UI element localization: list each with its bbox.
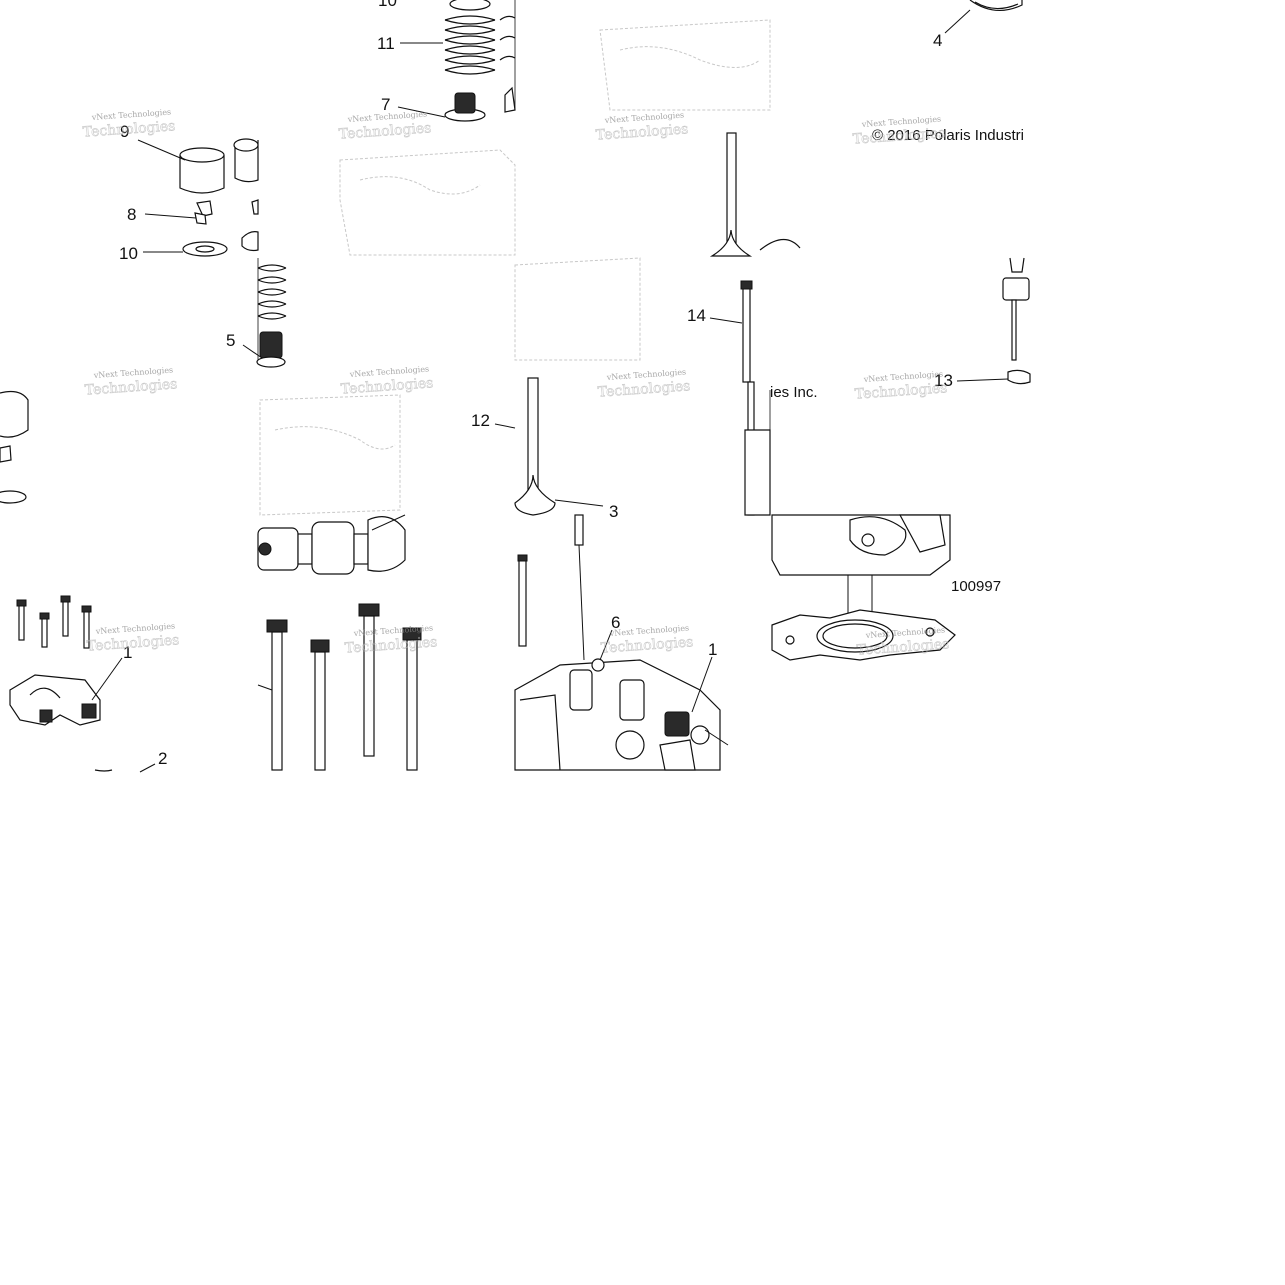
valve-seal-lower-part xyxy=(256,331,286,368)
watermark-outline: Technologies xyxy=(84,376,178,398)
bucket-tappet-part xyxy=(179,138,259,194)
tile-edges xyxy=(257,0,771,515)
head-dowel-part xyxy=(517,514,585,661)
cam-cap-bolts-part xyxy=(16,595,92,649)
watermark-outline: Technologies xyxy=(338,120,432,142)
reference-number: 100997 xyxy=(951,578,1001,595)
head-gasket-part xyxy=(771,609,956,661)
callout-5: 5 xyxy=(226,331,235,350)
callout-10-top: 10 xyxy=(378,0,397,10)
watermark-outline: Technologies xyxy=(852,125,946,147)
valve-spring-lower-part xyxy=(257,264,287,320)
watermark-outline: Technologies xyxy=(82,118,176,140)
copyright-text: © 2016 Polaris Industri xyxy=(872,127,1024,144)
valve-spring-part xyxy=(444,0,516,75)
callout-12: 12 xyxy=(471,411,490,430)
camshaft-part xyxy=(257,516,406,575)
callout-11: 11 xyxy=(377,34,395,53)
callout-8: 8 xyxy=(127,205,136,224)
copyright-fragment: ies Inc. xyxy=(770,384,818,401)
watermark-outline: Technologies xyxy=(597,378,691,400)
callout-labels: 10 11 7 9 8 10 4 5 14 13 12 3 6 1 1 2 xyxy=(119,0,953,768)
head-bolts-part xyxy=(266,603,422,771)
callout-9: 9 xyxy=(120,122,129,141)
callout-3: 3 xyxy=(609,502,618,521)
watermark-outline: Technologies xyxy=(86,632,180,654)
callout-2: 2 xyxy=(158,749,167,768)
valve-keeper-part xyxy=(194,199,259,225)
watermark-outline: Technologies xyxy=(595,121,689,143)
callout-1-right: 1 xyxy=(708,640,717,659)
tappet-left-part xyxy=(0,390,29,504)
spring-retainer-part xyxy=(182,231,259,257)
ghost-engine-outlines xyxy=(259,19,771,516)
cylinder-head-part xyxy=(514,658,721,771)
valve-seal-part xyxy=(444,86,516,122)
watermark-outline: Technologies xyxy=(856,636,950,658)
watermark-outline: Technologies xyxy=(340,375,434,397)
callout-1-left: 1 xyxy=(123,643,132,662)
callout-10: 10 xyxy=(119,244,138,263)
leader-lines xyxy=(91,9,1009,773)
callout-7: 7 xyxy=(381,95,390,114)
callout-14: 14 xyxy=(687,306,706,325)
seal-cap-part xyxy=(969,0,1023,11)
watermark-outline: Technologies xyxy=(854,380,948,402)
cam-cap-part xyxy=(9,674,113,772)
callout-6: 6 xyxy=(611,613,620,632)
watermark-outline: Technologies xyxy=(344,634,438,656)
watermark-outline: Technologies xyxy=(600,634,694,656)
callout-4: 4 xyxy=(933,31,942,50)
valve-stem-part xyxy=(709,132,801,257)
intake-valve-part xyxy=(514,377,556,516)
valve-lifter-part xyxy=(1002,257,1031,385)
cylinder-body-part xyxy=(744,429,951,625)
callout-13: 13 xyxy=(934,371,953,390)
